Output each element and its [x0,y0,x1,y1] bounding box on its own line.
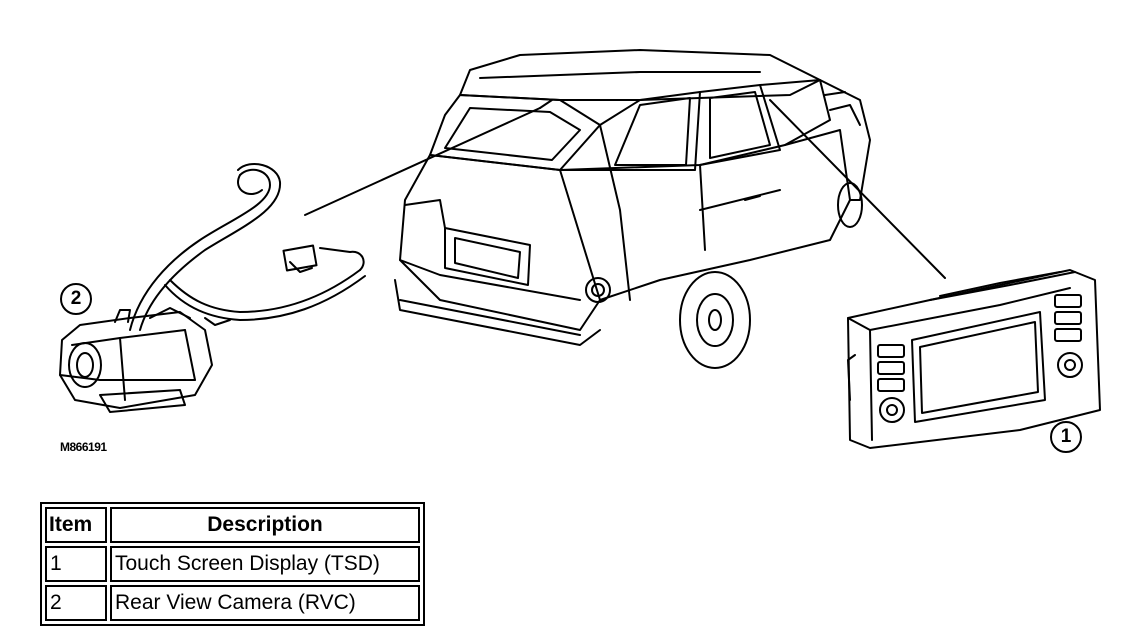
figure-code: M866191 [60,440,107,454]
table-row: 1 Touch Screen Display (TSD) [45,546,420,582]
leader-lines [304,99,946,279]
vehicle-drawing [394,49,871,369]
legend-item-description: Rear View Camera (RVC) [110,585,420,621]
vehicle-illustration [59,49,1101,449]
callout-2: 2 [60,283,92,315]
rear-view-camera-drawing [59,163,366,413]
legend-item-description: Touch Screen Display (TSD) [110,546,420,582]
legend-header-item: Item [45,507,107,543]
legend-item-number: 1 [45,546,107,582]
legend-item-number: 2 [45,585,107,621]
legend-header-row: Item Description [45,507,420,543]
callout-1: 1 [1050,421,1082,453]
legend-table: Item Description 1 Touch Screen Display … [40,502,425,626]
table-row: 2 Rear View Camera (RVC) [45,585,420,621]
touch-screen-display-drawing [847,269,1101,449]
legend-header-description: Description [110,507,420,543]
